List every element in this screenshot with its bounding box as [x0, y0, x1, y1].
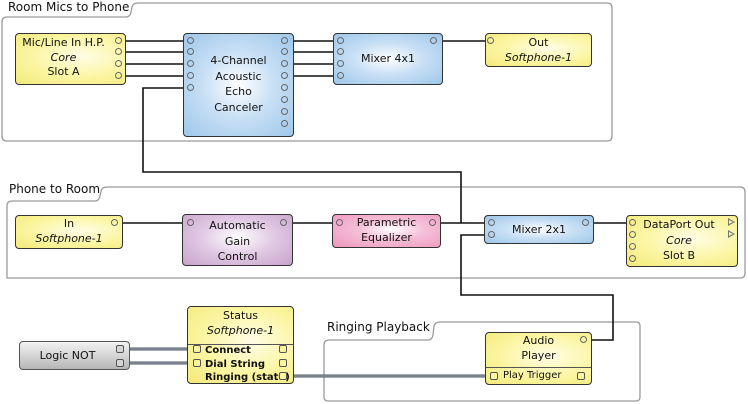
dataport-in-pin-2[interactable] [629, 231, 636, 238]
dataport-in-pin-1[interactable] [629, 219, 636, 226]
mixer-2x1-out-pin[interactable] [582, 219, 589, 226]
softphone-out-name: Softphone-1 [504, 50, 573, 64]
mic-line-in-block[interactable]: Mic/Line In H.P. Core Slot A [15, 33, 126, 85]
logic-not-out-pin-1[interactable] [116, 345, 124, 353]
audio-player-control-play-trigger: Play Trigger [503, 370, 562, 381]
audio-player-out-pin[interactable] [580, 336, 587, 343]
aec-out-pin-7[interactable] [281, 108, 288, 115]
group-outline-phone-to-room [6, 186, 746, 279]
aec-in-pin-2[interactable] [187, 48, 194, 55]
mic-line-in-slot: Slot A [47, 65, 80, 78]
dataport-out-block[interactable]: DataPort Out Core Slot B [626, 215, 738, 267]
dataport-out-arrow-1-icon[interactable] [728, 218, 735, 226]
status-connect-out-pin[interactable] [279, 345, 287, 353]
aec-label-2: Acoustic [215, 69, 262, 83]
aec-reference-pin[interactable] [187, 84, 194, 91]
agc-out-pin[interactable] [280, 219, 287, 226]
softphone-out-block[interactable]: Out Softphone-1 [485, 33, 592, 67]
mic-in-out-pin-1[interactable] [115, 37, 122, 44]
group-title-room-mics-to-phone: Room Mics to Phone [8, 0, 130, 14]
dataport-out-slot: Slot B [662, 249, 696, 262]
mic-in-out-pin-2[interactable] [115, 48, 122, 55]
mixer-2x1-in-pin-2[interactable] [488, 231, 495, 238]
dataport-out-title: DataPort Out [643, 218, 715, 231]
status-title: Status [222, 309, 259, 322]
peq-in-pin[interactable] [336, 219, 343, 226]
softphone-in-out-pin[interactable] [111, 219, 118, 226]
aec-out-pin-6[interactable] [281, 96, 288, 103]
audio-player-title-1: Audio [522, 334, 555, 347]
logic-not-block[interactable]: Logic NOT [19, 341, 130, 370]
dataport-in-pin-3[interactable] [629, 243, 636, 250]
agc-label-1: Automatic [209, 219, 266, 232]
mixer-4x1-in-pin-2[interactable] [337, 48, 344, 55]
agc-label-3: Control [217, 250, 258, 263]
mic-line-in-location: Core [50, 50, 77, 64]
group-title-phone-to-room: Phone to Room [9, 182, 101, 196]
aec-in-pin-1[interactable] [187, 37, 194, 44]
aec-label-4: Canceler [214, 100, 263, 114]
peq-out-pin[interactable] [429, 219, 436, 226]
status-connect-in-pin[interactable] [193, 345, 201, 353]
dataport-out-arrow-2-icon[interactable] [728, 230, 735, 238]
mic-line-in-title: Mic/Line In H.P. [22, 36, 105, 49]
aec-label-1: 4-Channel [210, 54, 267, 67]
parametric-eq-block[interactable]: Parametric Equalizer [332, 214, 441, 248]
peq-label-1: Parametric [356, 216, 417, 229]
aec-out-pin-4[interactable] [281, 72, 288, 79]
logic-not-label: Logic NOT [39, 349, 96, 362]
mixer-2x1-label: Mixer 2x1 [511, 223, 566, 236]
status-control-dial-string: Dial String [205, 359, 266, 370]
agc-block[interactable]: Automatic Gain Control [182, 214, 293, 266]
aec-out-pin-8[interactable] [281, 120, 288, 127]
status-control-connect: Connect [205, 345, 251, 356]
status-name: Softphone-1 [206, 323, 275, 337]
mixer-4x1-block[interactable]: Mixer 4x1 [333, 33, 443, 85]
softphone-in-name: Softphone-1 [35, 231, 103, 245]
status-dial-string-in-pin[interactable] [193, 359, 201, 367]
mixer-4x1-in-pin-1[interactable] [337, 37, 344, 44]
mixer-2x1-block[interactable]: Mixer 2x1 [484, 215, 594, 244]
aec-in-pin-3[interactable] [187, 60, 194, 67]
group-outline-room-mics-to-phone [1, 2, 613, 142]
aec-out-pin-5[interactable] [281, 84, 288, 91]
softphone-in-block[interactable]: In Softphone-1 [15, 215, 123, 249]
aec-label-3: Echo [225, 85, 252, 98]
mixer-4x1-out-pin[interactable] [430, 37, 437, 44]
status-ringing-out-pin[interactable] [279, 372, 287, 380]
aec-in-pin-4[interactable] [187, 72, 194, 79]
status-block[interactable]: Status Softphone-1 Connect Dial String R… [187, 306, 294, 384]
aec-block[interactable]: 4-Channel Acoustic Echo Canceler [183, 33, 294, 137]
status-control-ringing-state: Ringing (state) [205, 372, 290, 383]
mic-in-out-pin-3[interactable] [115, 60, 122, 67]
logic-not-out-pin-2[interactable] [116, 359, 124, 367]
group-title-ringing-playback: Ringing Playback [327, 320, 430, 334]
mixer-2x1-in-pin-1[interactable] [488, 219, 495, 226]
softphone-in-title: In [63, 217, 75, 230]
mixer-4x1-in-pin-3[interactable] [337, 60, 344, 67]
group-outline-ringing-playback [323, 321, 641, 402]
audio-player-play-trigger-in-pin[interactable] [490, 372, 498, 380]
agc-in-pin[interactable] [187, 219, 194, 226]
agc-label-2: Gain [224, 234, 251, 248]
softphone-out-title: Out [528, 36, 549, 49]
dataport-out-location: Core [666, 233, 692, 247]
wire-player-mix2x1 [460, 234, 614, 341]
mixer-4x1-label: Mixer 4x1 [360, 52, 415, 65]
aec-out-pin-2[interactable] [281, 48, 288, 55]
status-dial-string-out-pin[interactable] [279, 359, 287, 367]
aec-out-pin-3[interactable] [281, 60, 288, 67]
aec-out-pin-1[interactable] [281, 37, 288, 44]
wire-aec-reference [142, 87, 462, 223]
peq-label-2: Equalizer [361, 230, 412, 244]
audio-player-block[interactable]: Audio Player Play Trigger [485, 332, 592, 385]
softphone-out-in-pin[interactable] [487, 37, 494, 44]
audio-player-play-trigger-out-pin[interactable] [577, 372, 585, 380]
mixer-4x1-in-pin-4[interactable] [337, 72, 344, 79]
audio-player-title-2: Player [521, 348, 556, 362]
mic-in-out-pin-4[interactable] [115, 72, 122, 79]
dataport-in-pin-4[interactable] [629, 255, 636, 262]
